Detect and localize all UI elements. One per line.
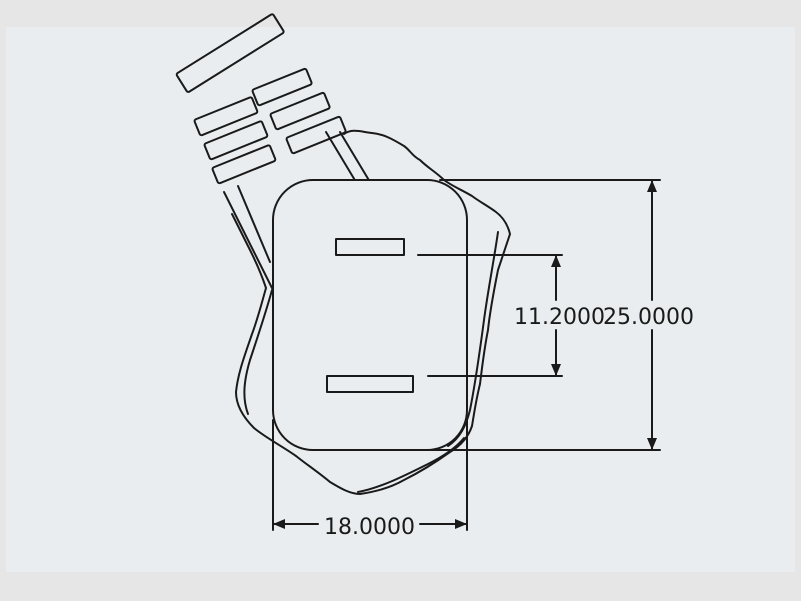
dimension-width xyxy=(272,419,468,531)
cord-neck-line-2 xyxy=(237,185,271,263)
width-label: 18.0000 xyxy=(324,515,415,540)
dimension-pin-spacing xyxy=(417,254,563,377)
strain-relief xyxy=(175,13,347,185)
cord-neck-line-4 xyxy=(339,131,371,183)
dimension-height xyxy=(387,179,661,451)
pin-spacing-label: 11.2000 xyxy=(514,305,605,330)
plug-face xyxy=(272,179,468,451)
pin-bottom xyxy=(326,375,414,393)
plug-body-outline xyxy=(231,129,511,495)
plug-body-inner-left xyxy=(243,289,273,415)
plug-body-inner-bottom xyxy=(357,437,465,493)
pin-top xyxy=(335,238,405,256)
cord-neck-line-1 xyxy=(223,191,273,289)
cord-neck-line-3 xyxy=(325,131,357,183)
height-label: 25.0000 xyxy=(603,305,694,330)
